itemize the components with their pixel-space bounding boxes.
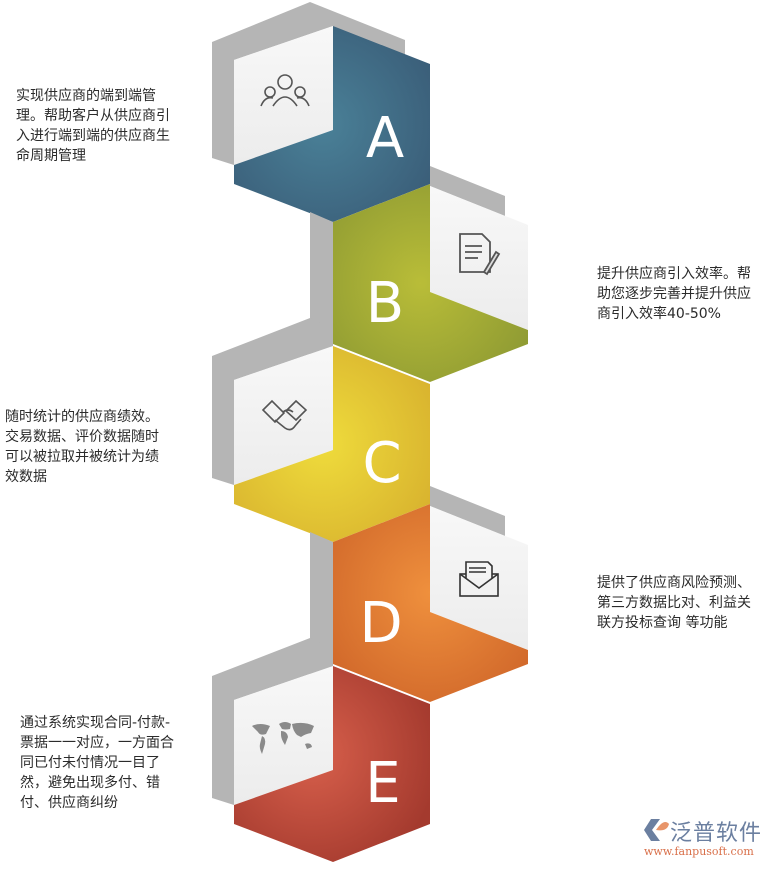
step-c-block xyxy=(212,318,430,542)
text-line: 实现供应商的端到端管 xyxy=(16,88,156,104)
document-edit-icon xyxy=(459,233,501,276)
text-line: 入进行端到端的供应商生 xyxy=(16,128,170,144)
step-d-description: 提供了供应商风险预测、 第三方数据比对、利益关 联方投标查询 等功能 xyxy=(597,573,751,633)
world-map-icon xyxy=(252,722,314,754)
text-line: 然，避免出现多付、错 xyxy=(20,775,160,791)
step-a-letter: A xyxy=(366,106,404,171)
step-c-letter: C xyxy=(362,431,401,496)
text-line: 随时统计的供应商绩效。 xyxy=(5,409,159,425)
handshake-icon xyxy=(261,399,308,431)
envelope-letter-icon xyxy=(459,561,499,597)
step-e-description: 通过系统实现合同-付款- 票据一一对应，一方面合 同已付未付情况一目了 然，避免… xyxy=(20,713,174,813)
text-line: 交易数据、评价数据随时 xyxy=(5,429,159,445)
logo-name: 泛普软件 xyxy=(670,821,763,846)
text-line: 第三方数据比对、利益关 xyxy=(597,595,751,611)
text-line: 同已付未付情况一目了 xyxy=(20,755,160,771)
fanpusoft-logo: 泛普软件 www.fanpusoft.com xyxy=(640,815,770,865)
step-b-letter: B xyxy=(366,271,404,336)
text-line: 助您逐步完善并提升供应 xyxy=(597,286,751,302)
text-line: 商引入效率40-50% xyxy=(597,306,721,322)
logo-url: www.fanpusoft.com xyxy=(644,845,754,858)
text-line: 提升供应商引入效率。帮 xyxy=(597,266,751,282)
text-line: 提供了供应商风险预测、 xyxy=(597,575,751,591)
text-line: 票据一一对应，一方面合 xyxy=(20,735,174,751)
step-a-block xyxy=(212,2,430,222)
text-line: 命周期管理 xyxy=(16,148,86,164)
step-d-letter: D xyxy=(359,591,402,656)
people-group-icon xyxy=(260,74,310,107)
step-c-description: 随时统计的供应商绩效。 交易数据、评价数据随时 可以被拉取并被统计为绩 效数据 xyxy=(5,407,159,487)
text-line: 效数据 xyxy=(5,469,47,485)
step-b-description: 提升供应商引入效率。帮 助您逐步完善并提升供应 商引入效率40-50% xyxy=(597,264,751,324)
step-e-letter: E xyxy=(365,751,400,816)
text-line: 可以被拉取并被统计为绩 xyxy=(5,449,159,465)
logo-mark-icon xyxy=(644,819,669,841)
text-line: 通过系统实现合同-付款- xyxy=(20,715,171,731)
step-a-description: 实现供应商的端到端管 理。帮助客户从供应商引 入进行端到端的供应商生 命周期管理 xyxy=(16,86,170,166)
text-line: 付、供应商纠纷 xyxy=(20,795,118,811)
text-line: 联方投标查询 等功能 xyxy=(597,615,728,631)
text-line: 理。帮助客户从供应商引 xyxy=(16,108,170,124)
